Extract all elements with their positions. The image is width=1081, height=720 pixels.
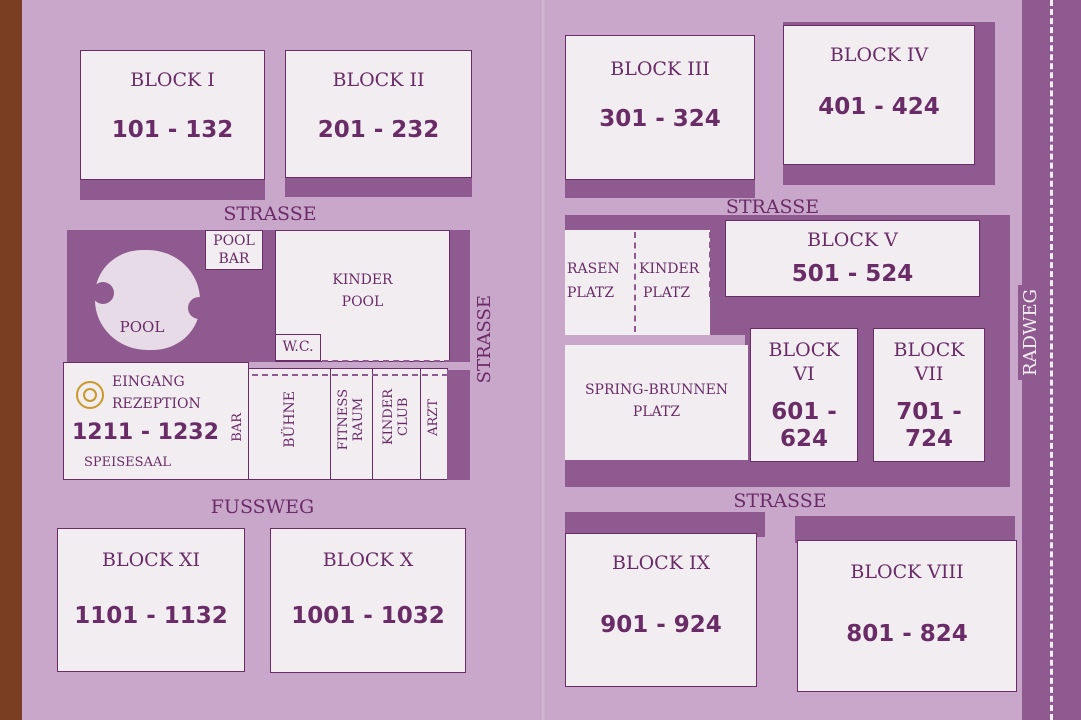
radweg-label: RADWEG — [1018, 285, 1043, 381]
block-name: BLOCK I — [130, 69, 215, 91]
block-name: BLOCK IV — [829, 44, 929, 66]
block-name: BLOCK VIII — [850, 561, 964, 583]
spring-label: PLATZ — [632, 404, 681, 420]
block-ix-shadow — [565, 512, 765, 537]
fitness-label: FITNESS — [336, 389, 351, 451]
pool-island — [188, 297, 210, 319]
dashed-path — [709, 232, 711, 297]
block-vi: BLOCK VI 601 - 624 — [750, 328, 858, 462]
rezeption-label: REZEPTION — [112, 396, 201, 412]
block-vii: BLOCK VII 701 - 724 — [873, 328, 985, 462]
rasen-label: RASEN — [567, 261, 620, 277]
block-iii: BLOCK III 301 - 324 — [565, 35, 755, 180]
dashed-path — [252, 374, 448, 376]
rasen-label: PLATZ — [567, 285, 615, 301]
spring-label: SPRING-BRUNNEN — [584, 382, 729, 398]
room-range: 501 - 524 — [791, 261, 914, 287]
pool-label: POOL — [119, 318, 165, 336]
room-range: 601 - — [771, 399, 837, 425]
block-name: VI — [793, 363, 815, 385]
fussweg-label: FUSSWEG — [210, 496, 315, 518]
room-range: 101 - 132 — [111, 117, 234, 143]
block-ii-shadow — [285, 175, 472, 197]
path — [565, 335, 745, 345]
block-x: BLOCK X 1001 - 1032 — [270, 528, 466, 673]
kinderplatz-label: PLATZ — [643, 285, 691, 301]
entrance-icon — [76, 381, 104, 409]
bar-label: BAR — [230, 413, 245, 442]
pool-bar-label: POOL — [213, 233, 255, 249]
kinderplatz-label: KINDER — [639, 261, 700, 277]
room-range: 901 - 924 — [600, 612, 722, 638]
block-xi: BLOCK XI 1101 - 1132 — [57, 528, 245, 672]
speisesaal-label: SPEISESAAL — [84, 455, 171, 470]
block-name: VII — [914, 363, 944, 385]
dashed-path — [322, 360, 450, 362]
room-range: 1001 - 1032 — [291, 603, 445, 629]
block-name: BLOCK II — [332, 69, 425, 91]
eingang-label: EINGANG — [112, 374, 185, 390]
block-name: BLOCK — [768, 339, 840, 361]
block-viii-shadow — [795, 516, 1015, 543]
room-range: 301 - 324 — [599, 106, 721, 132]
rasen-kinder-platz: RASEN PLATZ KINDER PLATZ — [565, 230, 710, 335]
room-range: 801 - 824 — [846, 621, 968, 647]
room-range: 624 — [779, 426, 828, 452]
fitness-label: RAUM — [351, 397, 366, 442]
arzt-label: ARZT — [426, 399, 441, 436]
street-label: STRASSE — [733, 490, 827, 512]
block-v: BLOCK V 501 - 524 — [725, 220, 980, 297]
radweg-line — [1050, 0, 1053, 720]
wc-label: W.C. — [282, 339, 314, 355]
dashed-path — [634, 232, 636, 332]
reception-building: EINGANG REZEPTION 1211 - 1232 SPEISESAAL… — [63, 362, 249, 480]
wc: W.C. — [275, 334, 321, 361]
room-range: 201 - 232 — [317, 117, 440, 143]
block-ii: BLOCK II 201 - 232 — [285, 50, 472, 178]
room-range: 724 — [904, 426, 953, 452]
kinderclub-label: KINDER — [381, 389, 396, 445]
pool-island — [92, 282, 114, 304]
kinderclub-label: CLUB — [396, 397, 411, 437]
buehne-label: BÜHNE — [282, 391, 298, 448]
page-fold — [540, 0, 546, 720]
arzt: ARZT — [420, 368, 448, 480]
room-range: 1101 - 1132 — [74, 603, 228, 629]
buehne: BÜHNE — [248, 368, 331, 480]
kinder-pool-label: POOL — [341, 294, 384, 310]
kinder-pool-label: KINDER — [332, 272, 393, 288]
block-i: BLOCK I 101 - 132 — [80, 50, 265, 180]
room-range: 701 - — [896, 399, 962, 425]
pool-shape — [95, 250, 200, 350]
street-label: STRASSE — [725, 196, 820, 218]
block-name: BLOCK IX — [612, 552, 710, 574]
block-name: BLOCK X — [322, 549, 414, 571]
wall-strip — [450, 230, 470, 362]
block-name: BLOCK V — [807, 229, 898, 251]
block-name: BLOCK III — [610, 58, 710, 80]
block-name: BLOCK — [893, 339, 965, 361]
pool-bar-label: BAR — [218, 251, 250, 267]
street-label: STRASSE — [474, 295, 495, 384]
street-label: STRASSE — [223, 203, 317, 225]
room-range: 401 - 424 — [818, 94, 940, 120]
block-name: BLOCK XI — [102, 549, 200, 571]
pool-bar: POOL BAR — [205, 230, 263, 270]
block-iii-shadow — [565, 175, 755, 198]
block-ix: BLOCK IX 901 - 924 — [565, 533, 757, 687]
room-range: 1211 - 1232 — [72, 420, 219, 445]
wall-strip — [447, 370, 470, 480]
block-viii: BLOCK VIII 801 - 824 — [797, 540, 1017, 692]
spring-brunnen-platz: SPRING-BRUNNEN PLATZ — [565, 345, 748, 460]
block-iv: BLOCK IV 401 - 424 — [783, 25, 975, 165]
